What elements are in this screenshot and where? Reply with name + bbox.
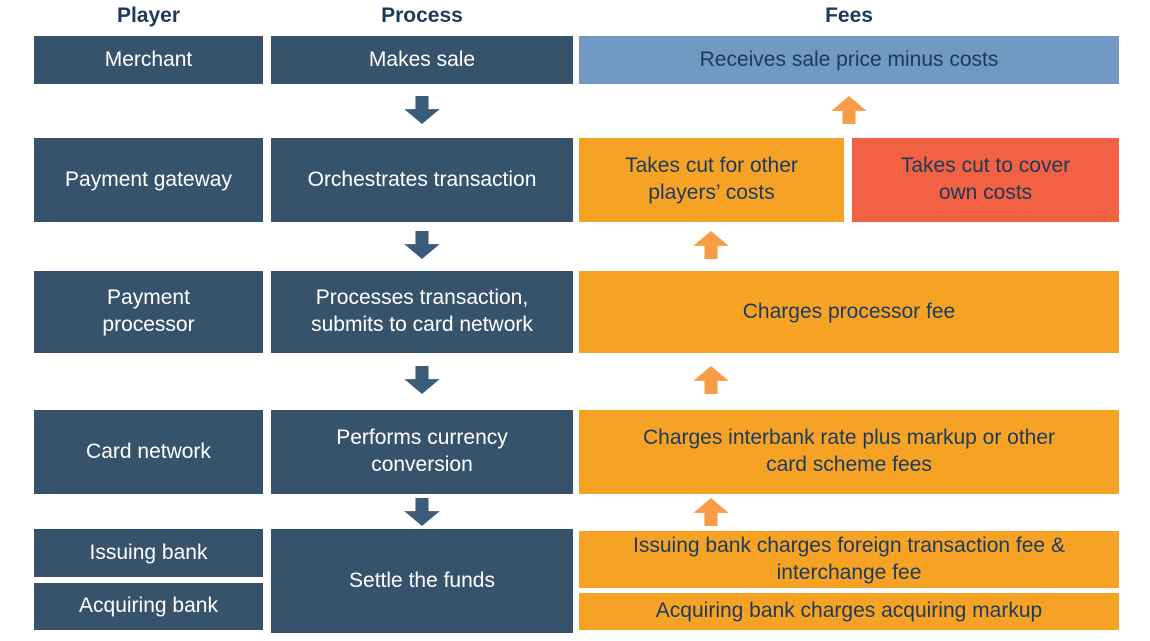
process-processes-transaction-box: Processes transaction, submits to card n… (271, 271, 573, 353)
up-arrow-icon (692, 231, 730, 259)
down-arrow-icon (403, 366, 441, 394)
up-arrow-icon (692, 366, 730, 394)
player-acquiring-bank-box: Acquiring bank (34, 583, 263, 630)
down-arrow-icon (403, 231, 441, 259)
fee-acquiring-bank-charges-box: Acquiring bank charges acquiring markup (579, 593, 1119, 630)
fee-cut-own-costs-box: Takes cut to cover own costs (852, 138, 1119, 222)
down-arrow-icon (403, 498, 441, 526)
fee-cut-other-players-box: Takes cut for other players’ costs (579, 138, 844, 222)
player-payment-gateway-box: Payment gateway (34, 138, 263, 222)
column-header-process: Process (381, 4, 463, 27)
process-orchestrates-transaction-box: Orchestrates transaction (271, 138, 573, 222)
process-currency-conversion-box: Performs currency conversion (271, 410, 573, 494)
player-merchant-box: Merchant (34, 36, 263, 84)
column-header-fees: Fees (825, 4, 873, 27)
up-arrow-icon (830, 96, 868, 124)
fee-processor-fee-box: Charges processor fee (579, 271, 1119, 353)
fee-interbank-rate-box: Charges interbank rate plus markup or ot… (579, 410, 1119, 494)
player-issuing-bank-box: Issuing bank (34, 529, 263, 577)
fee-issuing-bank-charges-box: Issuing bank charges foreign transaction… (579, 531, 1119, 588)
fee-receives-sale-price-box: Receives sale price minus costs (579, 36, 1119, 84)
process-makes-sale-box: Makes sale (271, 36, 573, 84)
down-arrow-icon (403, 96, 441, 124)
player-card-network-box: Card network (34, 410, 263, 494)
column-header-player: Player (116, 4, 181, 27)
process-settle-funds-box: Settle the funds (271, 529, 573, 633)
up-arrow-icon (692, 498, 730, 526)
player-payment-processor-box: Payment processor (34, 271, 263, 353)
